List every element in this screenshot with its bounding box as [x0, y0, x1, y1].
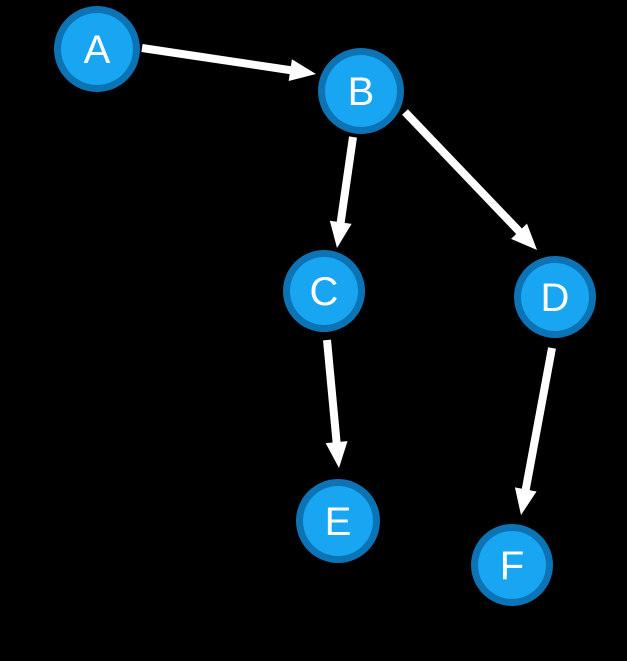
- node-label-B: B: [348, 70, 375, 114]
- node-body: [61, 13, 133, 85]
- graph-node-D[interactable]: D: [514, 256, 596, 338]
- arrowhead-icon-B-D: [511, 223, 537, 250]
- node-body: [303, 486, 373, 556]
- arrowhead-icon-A-B: [288, 59, 316, 82]
- edge-B-C: [336, 136, 357, 227]
- edge-D-F: [521, 347, 556, 495]
- graph-node-C[interactable]: C: [283, 250, 365, 332]
- node-label-E: E: [325, 500, 352, 544]
- arrowhead-icon-B-C: [329, 220, 352, 248]
- edge-C-E: [323, 339, 341, 447]
- arrowhead-icon-D-F: [514, 487, 537, 515]
- node-body: [478, 531, 546, 599]
- arrowhead-icon-C-E: [325, 441, 348, 468]
- node-body: [521, 263, 589, 331]
- node-label-F: F: [500, 544, 524, 588]
- node-body: [290, 257, 358, 325]
- node-label-A: A: [84, 28, 111, 72]
- edge-B-D: [402, 109, 525, 237]
- graph-node-E[interactable]: E: [296, 479, 380, 563]
- graph-node-B[interactable]: B: [318, 48, 404, 134]
- node-label-C: C: [310, 270, 339, 314]
- node-body: [325, 55, 397, 127]
- graph-node-F[interactable]: F: [471, 524, 553, 606]
- node-label-D: D: [541, 276, 570, 320]
- graph-node-A[interactable]: A: [54, 6, 140, 92]
- edge-A-B: [141, 44, 295, 75]
